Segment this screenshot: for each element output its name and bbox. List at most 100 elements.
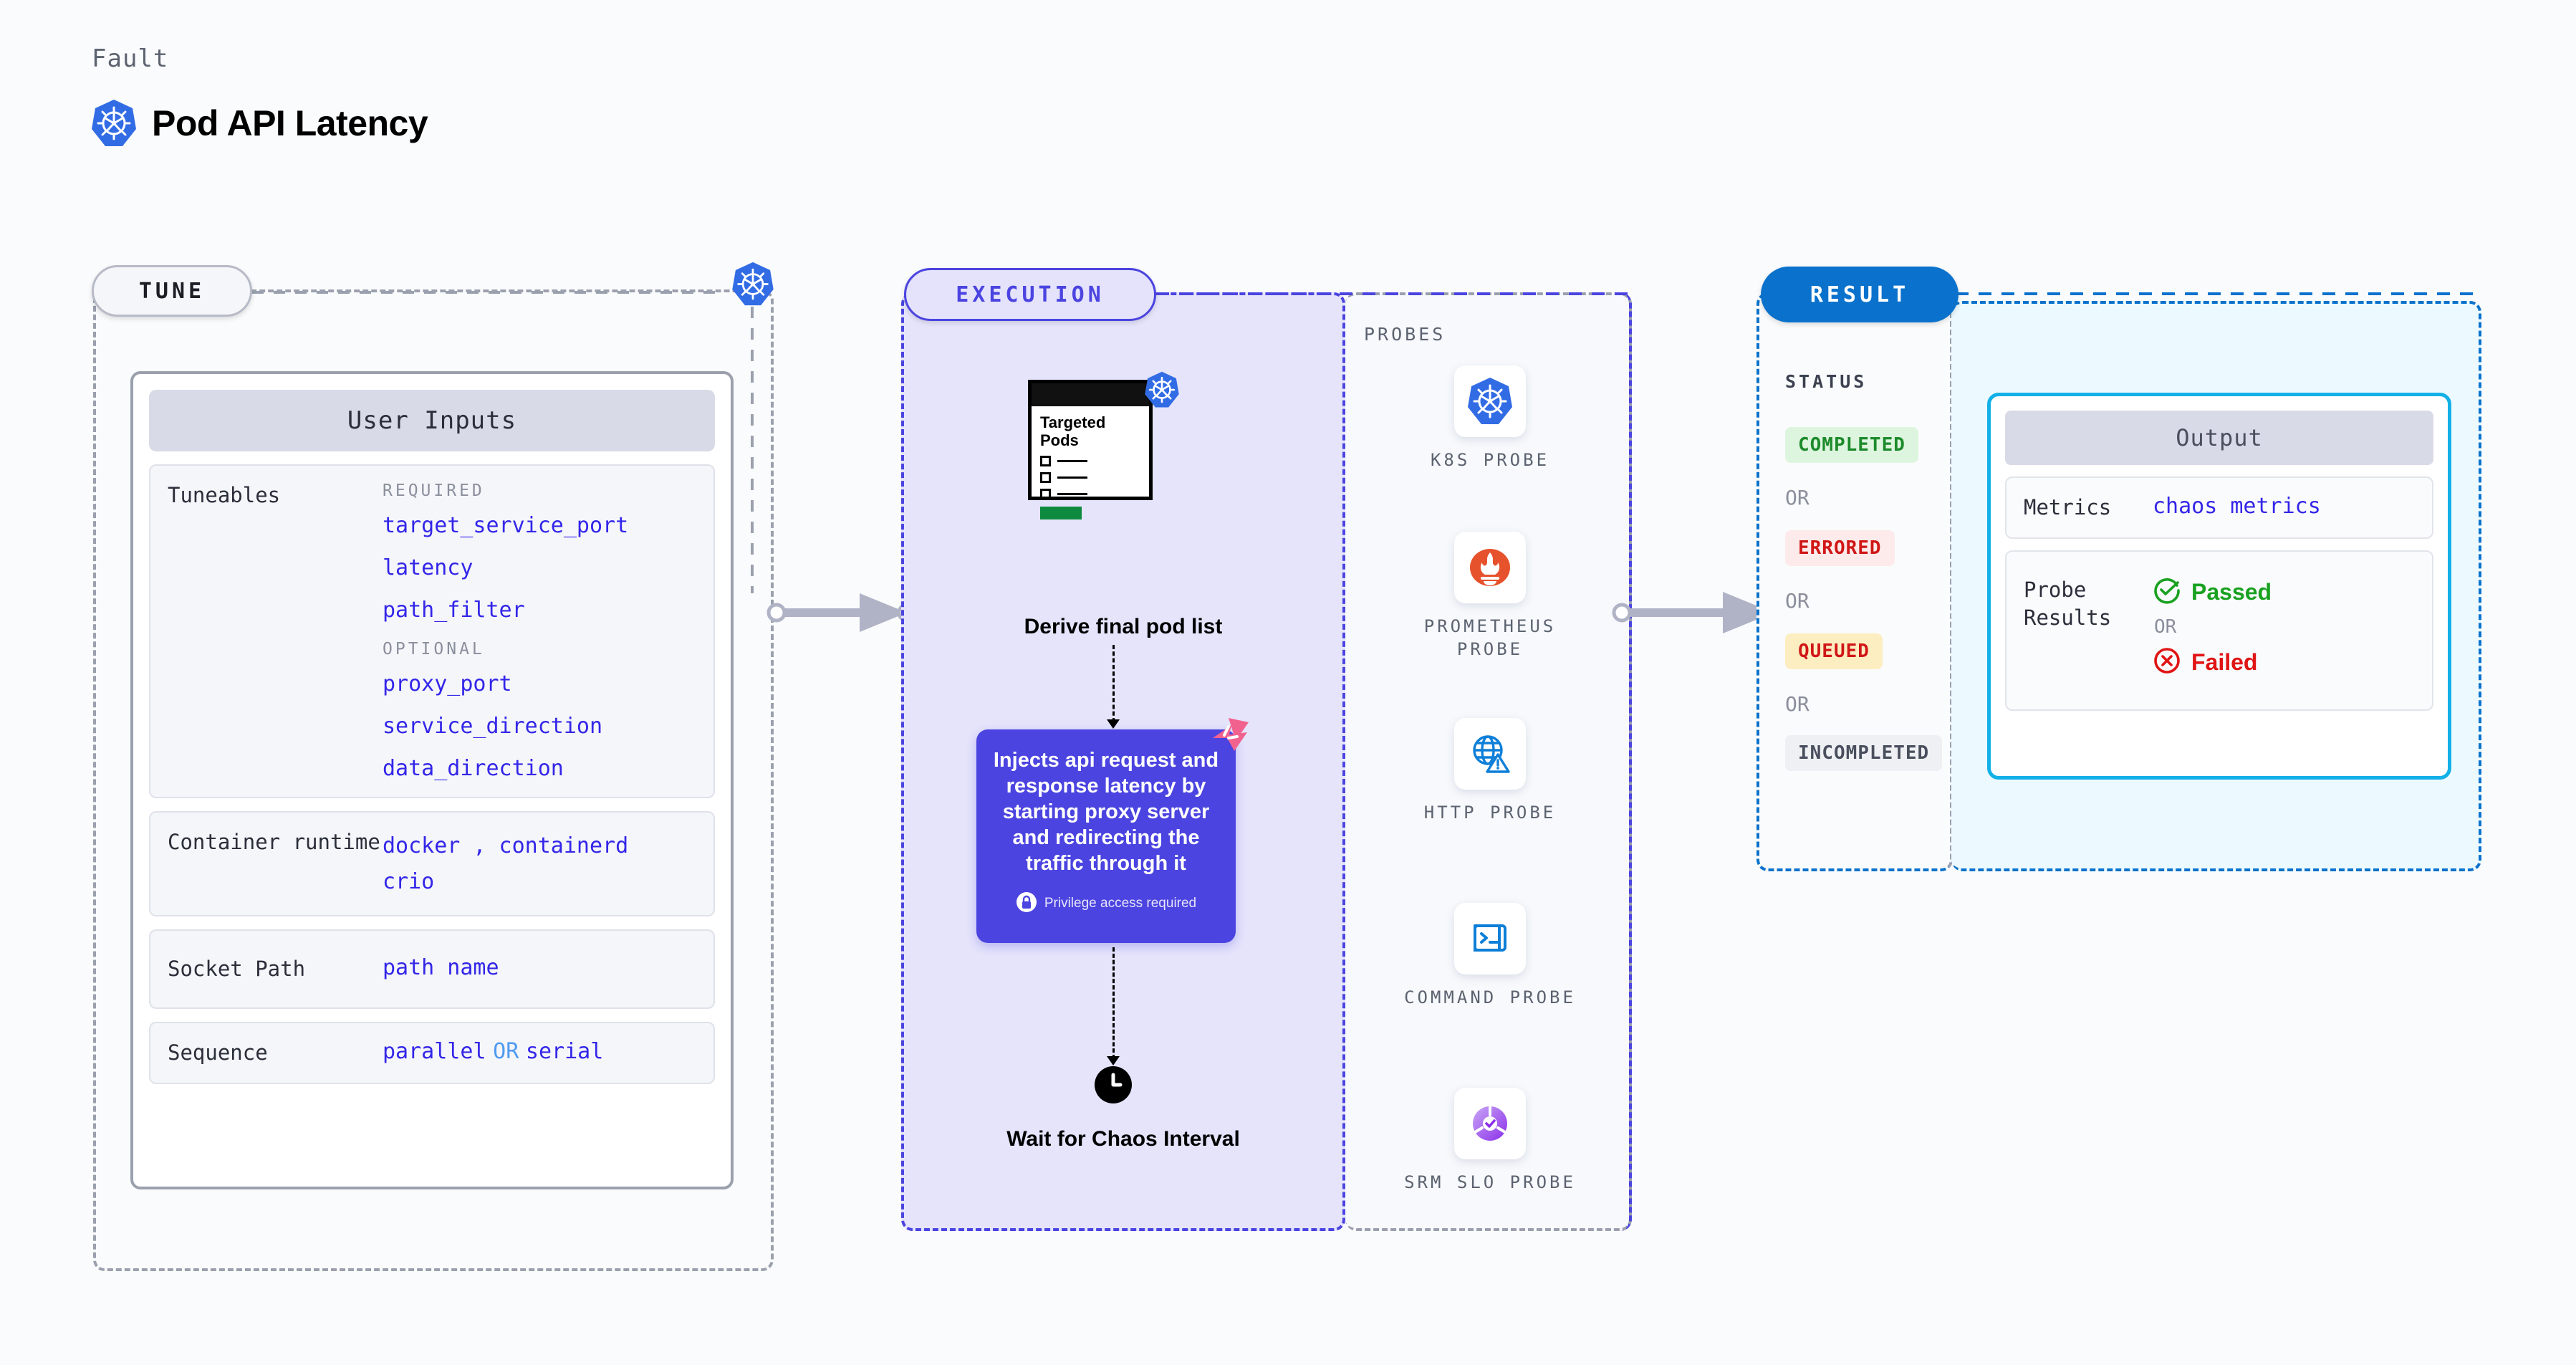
probes-region-right-edge xyxy=(1599,292,1632,1231)
sequence-row: Sequence parallel OR serial xyxy=(149,1022,715,1085)
x-circle-icon xyxy=(2153,646,2181,678)
tuneable-service-direction[interactable]: service_direction xyxy=(383,714,603,739)
result-pill[interactable]: RESULT xyxy=(1761,267,1959,322)
metrics-label: Metrics xyxy=(2024,495,2112,519)
kubernetes-icon xyxy=(1145,371,1179,411)
probe-label: SRM SLO PROBE xyxy=(1404,1172,1576,1192)
user-inputs-card: User Inputs Tuneables REQUIRED target_se… xyxy=(130,371,734,1189)
kubernetes-icon xyxy=(92,99,136,148)
metrics-value-wrap: chaos metrics xyxy=(2153,494,2415,522)
status-bar-green xyxy=(1040,506,1082,519)
probe-item-prometheus[interactable]: PROMETHEUS PROBE xyxy=(1404,532,1576,661)
result-connector-line xyxy=(1956,292,2481,295)
targeted-pods-body: Targeted Pods xyxy=(1032,406,1149,527)
status-section-label: STATUS xyxy=(1785,371,1868,392)
title-row: Pod API Latency xyxy=(92,99,428,148)
flow-arrow-1 xyxy=(1107,719,1120,729)
flow-arrow-2 xyxy=(1107,1056,1120,1065)
tune-pill[interactable]: TUNE xyxy=(92,265,252,317)
probe-result-failed: Failed xyxy=(2153,646,2415,678)
probe-item-command[interactable]: COMMAND PROBE xyxy=(1404,903,1576,1009)
globe-warning-icon xyxy=(1454,718,1526,790)
probe-results-row: Probe Results Passed OR xyxy=(2005,550,2433,712)
failed-label: Failed xyxy=(2191,648,2258,675)
pod-checkbox-row xyxy=(1040,488,1140,499)
tune-vertical-dashes xyxy=(751,307,754,593)
probe-label: PROMETHEUS PROBE xyxy=(1423,616,1557,660)
required-label: REQUIRED xyxy=(383,482,485,500)
probe-label: HTTP PROBE xyxy=(1423,803,1557,823)
checkbox-icon xyxy=(1040,455,1051,466)
status-or-1: OR xyxy=(1785,486,1810,509)
passed-label: Passed xyxy=(2191,578,2272,605)
tuneables-values: REQUIRED target_service_port latency pat… xyxy=(383,482,696,781)
targeted-pods-card: Targeted Pods xyxy=(1028,380,1153,519)
socket-path-row: Socket Path path name xyxy=(149,929,715,1010)
pod-checkbox-row xyxy=(1040,455,1140,466)
pod-name-line xyxy=(1057,492,1087,495)
status-or-2: OR xyxy=(1785,589,1810,613)
tuneable-path-filter[interactable]: path_filter xyxy=(383,598,525,623)
terminal-icon xyxy=(1454,903,1526,974)
status-badge-queued: QUEUED xyxy=(1785,633,1883,669)
container-runtime-values: docker , containerd crio xyxy=(383,828,696,899)
sequence-or: OR xyxy=(493,1039,519,1065)
privilege-note: Privilege access required xyxy=(1044,895,1197,911)
check-circle-icon xyxy=(2153,576,2181,608)
derive-final-pod-list-caption: Derive final pod list xyxy=(1024,615,1223,638)
pod-name-line xyxy=(1057,459,1087,462)
optional-label: OPTIONAL xyxy=(383,640,485,658)
sequence-label: Sequence xyxy=(168,1040,268,1065)
tuneable-data-direction[interactable]: data_direction xyxy=(383,756,564,781)
tuneable-target-service-port[interactable]: target_service_port xyxy=(383,513,629,538)
probe-item-http[interactable]: HTTP PROBE xyxy=(1404,718,1576,824)
probe-result-or: OR xyxy=(2154,616,2177,638)
sequence-values: parallel OR serial xyxy=(383,1039,696,1067)
user-inputs-title: User Inputs xyxy=(149,390,715,451)
socket-path-label: Socket Path xyxy=(168,957,306,981)
probe-results-label: Probe Results xyxy=(2024,578,2112,631)
probe-item-srm-slo[interactable]: SRM SLO PROBE xyxy=(1404,1088,1576,1194)
targeted-pods-titlebar xyxy=(1032,383,1149,406)
litmuschaos-icon xyxy=(1207,717,1251,760)
probe-label: COMMAND PROBE xyxy=(1404,987,1576,1007)
output-card: Output Metrics chaos metrics Probe Resul… xyxy=(1987,393,2451,780)
socket-path-value: path name xyxy=(383,955,499,980)
checkbox-icon xyxy=(1040,488,1051,499)
sequence-value-parallel: parallel xyxy=(383,1039,486,1065)
pod-checkbox-row xyxy=(1040,471,1140,483)
flow-connector-2 xyxy=(1112,947,1115,1059)
tuneables-row: Tuneables REQUIRED target_service_port l… xyxy=(149,464,715,798)
container-runtime-row: Container runtime docker , containerd cr… xyxy=(149,811,715,916)
status-badge-errored: ERRORED xyxy=(1785,530,1895,566)
fault-label: Fault xyxy=(92,44,169,73)
tuneable-latency[interactable]: latency xyxy=(383,555,474,580)
container-runtime-value-line2: crio xyxy=(383,868,435,894)
container-runtime-label: Container runtime xyxy=(168,830,380,854)
inject-description: Injects api request and response latency… xyxy=(993,749,1219,875)
tune-connector-line xyxy=(252,291,725,294)
inject-latency-box: Injects api request and response latency… xyxy=(976,718,1249,943)
pod-name-line xyxy=(1057,476,1087,479)
sequence-value-serial: serial xyxy=(525,1039,604,1065)
status-badge-completed: COMPLETED xyxy=(1785,427,1918,463)
targeted-pods-title: Targeted Pods xyxy=(1040,413,1106,450)
execution-pill[interactable]: EXECUTION xyxy=(904,268,1156,321)
socket-path-value-wrap: path name xyxy=(383,955,696,983)
output-title: Output xyxy=(2005,411,2433,465)
tuneables-label: Tuneables xyxy=(168,483,281,507)
kubernetes-icon xyxy=(1454,365,1526,437)
metrics-value: chaos metrics xyxy=(2153,494,2321,519)
privilege-note-row: Privilege access required xyxy=(991,891,1221,916)
kubernetes-icon xyxy=(732,262,774,310)
page-title: Pod API Latency xyxy=(152,103,428,143)
wait-for-chaos-interval-caption: Wait for Chaos Interval xyxy=(1006,1127,1240,1151)
status-or-3: OR xyxy=(1785,692,1810,716)
probe-label: K8S PROBE xyxy=(1430,450,1550,470)
connector-arrow-tune-execution xyxy=(766,593,917,632)
tuneable-proxy-port[interactable]: proxy_port xyxy=(383,671,512,696)
prometheus-icon xyxy=(1454,532,1526,603)
container-runtime-value-line1: docker , containerd xyxy=(383,833,629,858)
probe-result-passed: Passed xyxy=(2153,576,2415,608)
probe-item-k8s[interactable]: K8S PROBE xyxy=(1404,365,1576,471)
